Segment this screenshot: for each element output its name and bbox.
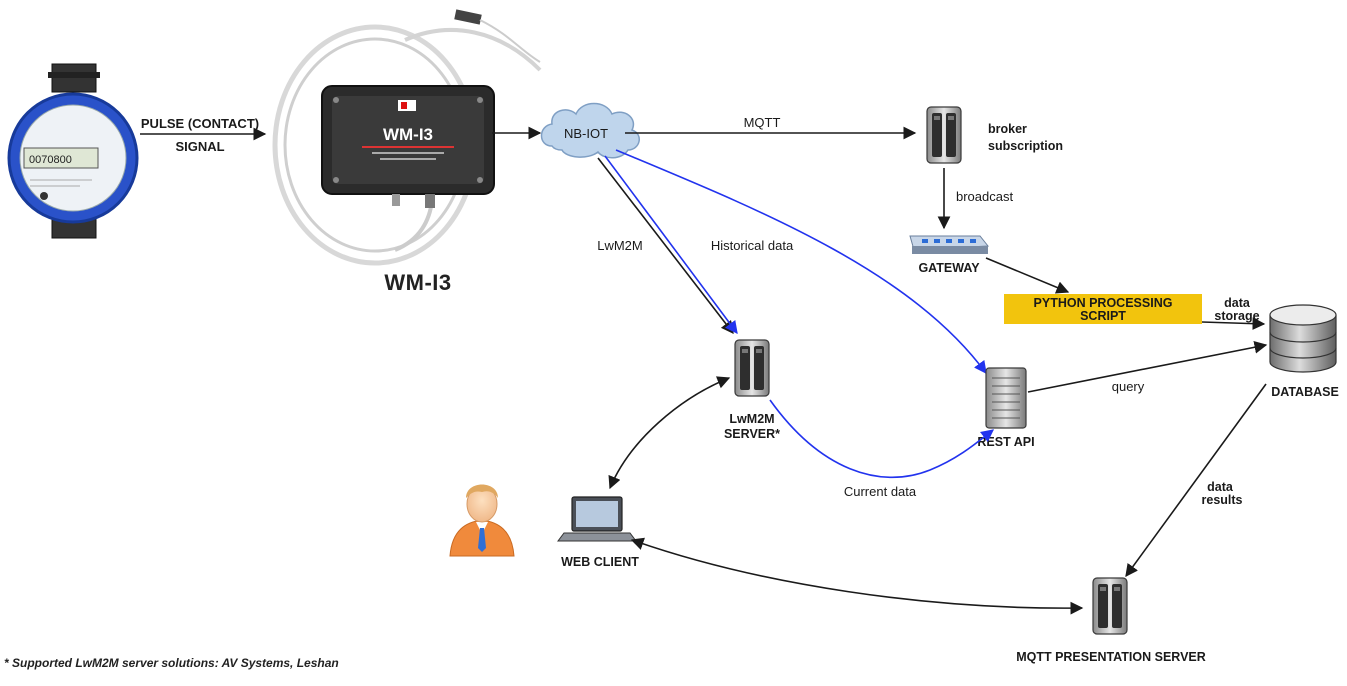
lwm2m-server-icon <box>734 339 770 397</box>
python-script-label-1: PYTHON PROCESSING <box>1034 296 1173 310</box>
mqtt-label: MQTT <box>744 115 781 130</box>
broadcast-label: broadcast <box>956 189 1013 204</box>
gateway-label: GATEWAY <box>918 261 980 275</box>
results-label: results <box>1202 493 1243 507</box>
query-label: query <box>1112 379 1145 394</box>
wm-i3-device-icon: WM-I3 <box>272 9 542 266</box>
rest-api-server-icon <box>985 367 1027 429</box>
lwm2m-arrow <box>597 157 734 335</box>
mqtt-presentation-server-label: MQTT PRESENTATION SERVER <box>1016 650 1206 664</box>
broker-label: broker <box>988 122 1027 136</box>
lwm2m-server-label-1: LwM2M <box>729 412 774 426</box>
nbiot-to-lwm2m-blue-arrow <box>604 155 738 335</box>
nb-iot-cloud-icon <box>540 102 640 159</box>
signal-label: SIGNAL <box>175 139 224 154</box>
footnote: * Supported LwM2M server solutions: AV S… <box>4 656 339 670</box>
webclient-lwm2m-arrow <box>608 376 731 490</box>
data-storage-arrow <box>1201 317 1266 331</box>
pulse-label: PULSE (CONTACT) <box>141 116 259 131</box>
broker-server-icon <box>926 106 962 164</box>
historical-data-label: Historical data <box>711 238 794 253</box>
gateway-to-script-arrow <box>985 257 1070 294</box>
python-script-box <box>1004 294 1202 324</box>
query-arrow <box>1027 340 1268 393</box>
storage-label: storage <box>1214 309 1259 323</box>
user-person-icon <box>449 484 515 557</box>
webclient-presentation-arrow <box>630 537 1084 615</box>
database-icon <box>1269 304 1337 373</box>
mqtt-presentation-server-icon <box>1092 577 1128 635</box>
nb-iot-label: NB-IOT <box>564 126 608 141</box>
historical-data-arrow <box>615 149 987 375</box>
meter-display: 0070800 <box>29 154 72 166</box>
subscription-label: subscription <box>988 139 1063 153</box>
web-client-label: WEB CLIENT <box>561 555 639 569</box>
device-screen-title: WM-I3 <box>383 125 433 144</box>
data-label-2: data <box>1207 480 1234 494</box>
data-results-arrow <box>1125 383 1267 578</box>
database-label: DATABASE <box>1271 385 1339 399</box>
water-meter-icon: 0070800 <box>7 63 139 239</box>
data-label-1: data <box>1224 296 1251 310</box>
python-script-label-2: SCRIPT <box>1080 309 1126 323</box>
lwm2m-server-label-2: SERVER* <box>724 427 780 441</box>
current-data-arrow <box>769 399 995 479</box>
laptop-icon <box>557 496 637 542</box>
rest-api-label: REST API <box>977 435 1034 449</box>
lwm2m-edge-label: LwM2M <box>597 238 643 253</box>
device-title: WM-I3 <box>384 270 451 295</box>
gateway-icon <box>909 235 989 254</box>
current-data-label: Current data <box>844 484 917 499</box>
